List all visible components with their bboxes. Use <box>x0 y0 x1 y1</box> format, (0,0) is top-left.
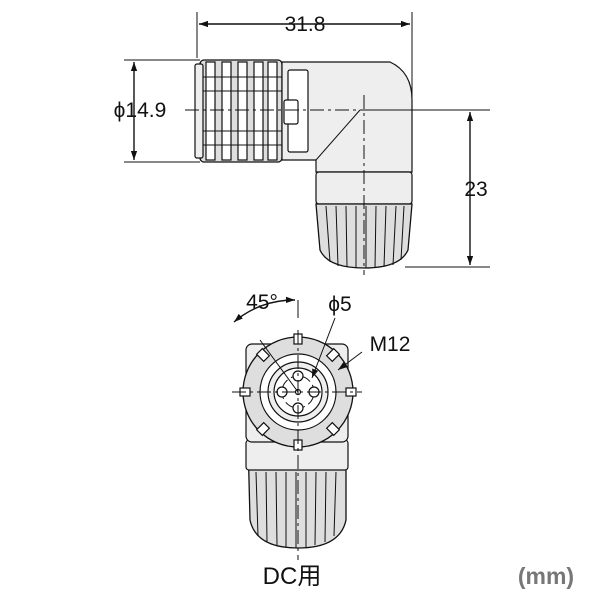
diameter-label: ϕ14.9 <box>114 99 167 122</box>
front-view: 45° ϕ5 M12 <box>232 291 410 560</box>
pin-circle-leader <box>311 317 336 379</box>
side-grip <box>315 203 413 269</box>
thread-leader <box>337 351 363 371</box>
length-label: 31.8 <box>285 13 326 36</box>
side-grip-ribs <box>325 205 405 269</box>
side-view: 31.8 ϕ14.9 23 <box>114 12 490 275</box>
pin-circle-label: ϕ5 <box>328 293 351 316</box>
elbow-body <box>281 61 413 173</box>
height-label: 23 <box>464 178 487 201</box>
angle-arc <box>233 296 296 323</box>
side-nut-ribs <box>200 61 282 161</box>
angle-label: 45° <box>246 291 278 314</box>
thread-label: M12 <box>370 333 411 356</box>
caption: DC用 <box>263 563 322 590</box>
unit-label: (mm) <box>518 563 574 589</box>
front-grip-ribs <box>255 471 337 548</box>
